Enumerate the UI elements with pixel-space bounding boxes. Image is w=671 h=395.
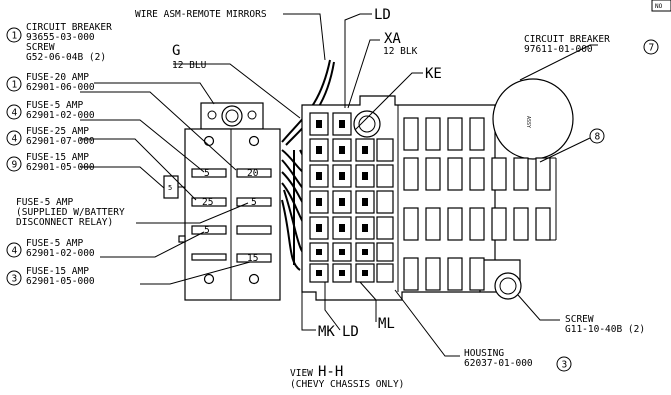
ld-top-label: LD	[374, 7, 391, 23]
svg-text:SCREW: SCREW	[26, 42, 55, 53]
callout-fuse-20: 1 FUSE-20 AMP 62901-06-000	[6, 72, 95, 93]
svg-text:62037-01-000: 62037-01-000	[464, 358, 533, 369]
svg-text:FUSE-5 AMP: FUSE-5 AMP	[16, 197, 73, 208]
fuse-value-right-2: 5	[251, 197, 257, 208]
svg-text:62901-02-000: 62901-02-000	[26, 110, 95, 121]
callout-fuse-5-relay: FUSE-5 AMP (SUPPLIED W/BATTERY DISCONNEC…	[16, 197, 125, 228]
ml-label: ML	[378, 316, 395, 332]
svg-text:(SUPPLIED W/BATTERY: (SUPPLIED W/BATTERY	[16, 207, 125, 218]
callout-fuse-15-b: 3 FUSE-15 AMP 62901-05-000	[6, 266, 95, 287]
callout-circuit-breaker-1: 1 CIRCUIT BREAKER 93655-03-000 SCREW G52…	[6, 22, 112, 63]
panel-mount-bottom	[494, 272, 522, 300]
svg-text:4: 4	[12, 246, 18, 257]
svg-text:DISCONNECT RELAY): DISCONNECT RELAY)	[16, 217, 113, 228]
g-sub-label: 12 BLU	[172, 60, 207, 71]
svg-text:ASSY: ASSY	[525, 116, 531, 128]
svg-text:7: 7	[649, 43, 655, 54]
svg-text:SCREW: SCREW	[565, 314, 594, 325]
mk-label: MK	[318, 324, 335, 340]
panel-mount-top	[353, 110, 381, 138]
fuse-slot-left-3	[191, 225, 227, 235]
svg-text:3: 3	[12, 274, 18, 285]
main-fuse-panel: ASSY	[301, 78, 574, 301]
fuse-slot-left-1	[191, 168, 227, 178]
ke-label: KE	[425, 66, 442, 82]
svg-text:62901-05-000: 62901-05-000	[26, 276, 95, 287]
corner-tag: NO	[651, 0, 671, 12]
svg-text:G52-06-04B (2): G52-06-04B (2)	[26, 52, 106, 63]
fuse-value-right-1: 20	[247, 168, 259, 179]
fuse-value-right-3: 15	[247, 253, 258, 264]
svg-text:CIRCUIT BREAKER: CIRCUIT BREAKER	[524, 34, 610, 45]
callout-housing: HOUSING 62037-01-000 3	[464, 348, 572, 372]
svg-text:HOUSING: HOUSING	[464, 348, 504, 359]
view-title: VIEW H-H (CHEVY CHASSIS ONLY)	[290, 364, 404, 390]
svg-text:4: 4	[12, 108, 18, 119]
svg-text:9: 9	[12, 160, 18, 171]
fuse-value-left-2: 25	[202, 197, 213, 208]
svg-text:4: 4	[12, 134, 18, 145]
svg-text:FUSE-5 AMP: FUSE-5 AMP	[26, 238, 83, 249]
wire-asm-label: WIRE ASM-REMOTE MIRRORS	[135, 9, 267, 20]
side-fuse-value: 5	[168, 184, 172, 192]
callout-circuit-breaker-7: CIRCUIT BREAKER 97611-01-000 7	[524, 34, 659, 55]
fuse-slot-left-2	[191, 197, 227, 207]
circuit-breaker-disk	[492, 78, 574, 160]
svg-text:FUSE-15 AMP: FUSE-15 AMP	[26, 266, 89, 277]
svg-text:3: 3	[562, 360, 568, 371]
fuse-slot-right-1	[236, 168, 272, 178]
callout-fuse-5-a: 4 FUSE-5 AMP 62901-02-000	[6, 100, 95, 121]
mini-fuse-grid	[403, 117, 557, 291]
callout-fuse-15-a: 9 FUSE-15 AMP 62901-05-000	[6, 152, 95, 173]
view-title-text: H-H	[318, 364, 343, 380]
svg-text:62901-02-000: 62901-02-000	[26, 248, 95, 259]
svg-text:62901-06-000: 62901-06-000	[26, 82, 95, 93]
svg-text:FUSE-5 AMP: FUSE-5 AMP	[26, 100, 83, 111]
leader-lines	[80, 13, 598, 357]
xa-label: XA	[384, 31, 401, 47]
callout-fuse-25: 4 FUSE-25 AMP 62901-07-000	[6, 126, 95, 147]
svg-text:62901-05-000: 62901-05-000	[26, 162, 95, 173]
svg-text:93655-03-000: 93655-03-000	[26, 32, 95, 43]
fuse-block-body	[184, 128, 281, 301]
fuse-value-left-3: 5	[204, 225, 210, 236]
fuse-slot-right-4	[236, 253, 272, 263]
view-subtitle: (CHEVY CHASSIS ONLY)	[290, 379, 404, 390]
svg-text:62901-07-000: 62901-07-000	[26, 136, 95, 147]
svg-text:FUSE-20 AMP: FUSE-20 AMP	[26, 72, 89, 83]
fuse-value-left-1: 5	[204, 168, 210, 179]
svg-text:FUSE-15 AMP: FUSE-15 AMP	[26, 152, 89, 163]
svg-text:VIEW: VIEW	[290, 368, 313, 379]
callout-text: CIRCUIT BREAKER	[26, 22, 112, 33]
relay-grid	[309, 112, 394, 283]
fuse-slot-right-2	[236, 197, 272, 207]
svg-text:FUSE-25 AMP: FUSE-25 AMP	[26, 126, 89, 137]
svg-text:1: 1	[12, 80, 18, 91]
svg-text:G11-10-40B (2): G11-10-40B (2)	[565, 324, 645, 335]
callout-fuse-5-b: 4 FUSE-5 AMP 62901-02-000	[6, 238, 95, 259]
g-label: G	[172, 43, 180, 59]
svg-text:97611-01-000: 97611-01-000	[524, 44, 593, 55]
left-fuse-block: 5 25 5 20 5 15 5	[163, 102, 281, 301]
corner-tag-text: NO	[655, 3, 663, 10]
xa-sub-label: 12 BLK	[383, 46, 418, 57]
svg-text:1: 1	[12, 31, 18, 42]
callout-item-8: 8	[589, 128, 605, 144]
callout-screw-g11: SCREW G11-10-40B (2)	[565, 314, 645, 335]
svg-text:8: 8	[595, 132, 601, 143]
ld-bottom-label: LD	[342, 324, 359, 340]
